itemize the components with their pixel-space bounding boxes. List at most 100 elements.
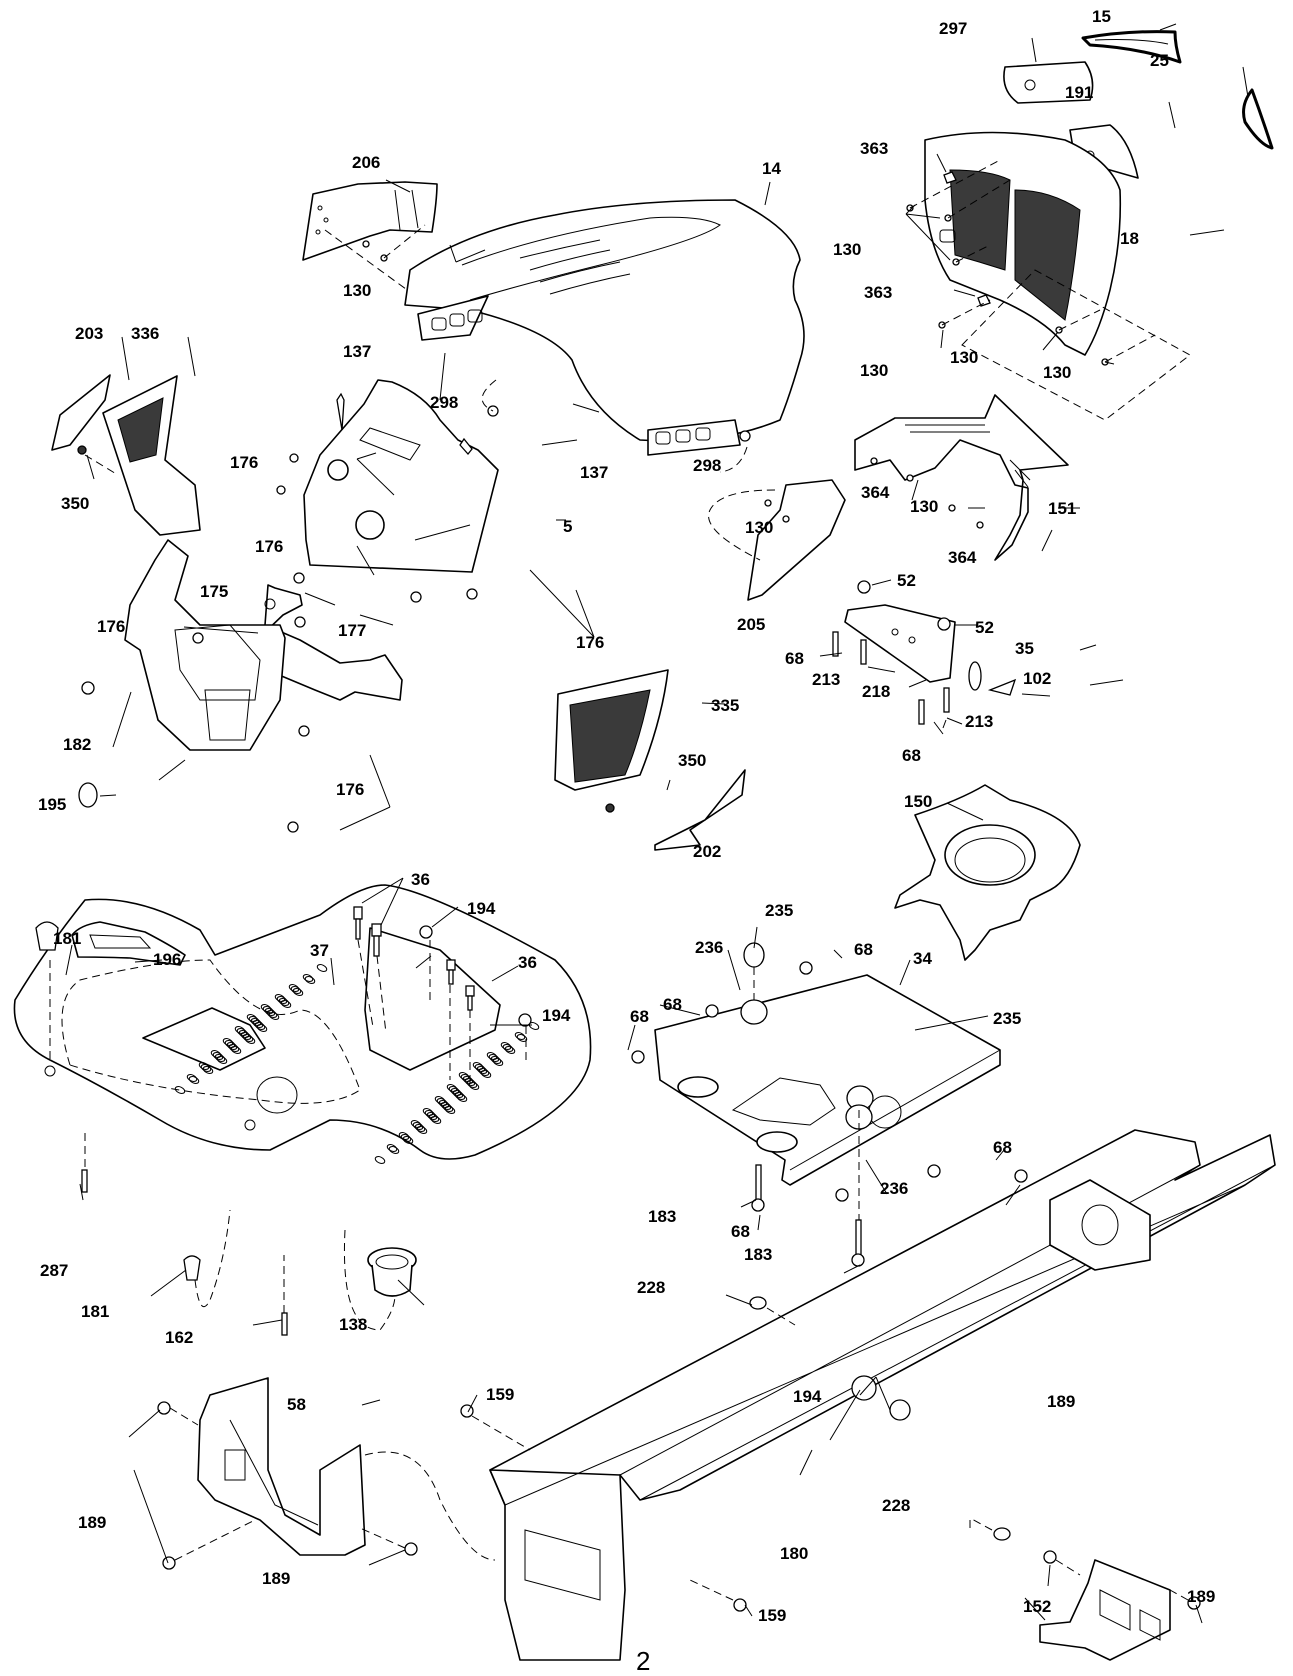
callout-175[interactable]: 175 <box>200 582 228 601</box>
callout-130-grille-upper[interactable]: 130 <box>833 240 861 259</box>
hw-176-screws-lower[interactable] <box>81 632 310 833</box>
callout-194-frame[interactable]: 194 <box>793 1387 822 1406</box>
callout-130-bracket[interactable]: 130 <box>910 497 938 516</box>
callout-194-fender-upper[interactable]: 194 <box>467 899 496 918</box>
part-138-fuel-cap-ring[interactable] <box>367 1247 417 1297</box>
callout-52-lower[interactable]: 52 <box>975 618 994 637</box>
callout-18[interactable]: 18 <box>1120 229 1139 248</box>
part-25-side-lens[interactable] <box>1242 88 1274 150</box>
callout-5[interactable]: 5 <box>563 517 572 536</box>
callout-150[interactable]: 150 <box>904 792 932 811</box>
part-181-push-fastener-top[interactable] <box>35 921 59 951</box>
part-335-side-panel[interactable] <box>554 669 669 791</box>
callout-287[interactable]: 287 <box>40 1261 68 1280</box>
callout-58[interactable]: 58 <box>287 1395 306 1414</box>
callout-189-right-upper[interactable]: 189 <box>1047 1392 1075 1411</box>
callout-298-right[interactable]: 298 <box>693 456 721 475</box>
part-203-bracket[interactable] <box>51 374 111 451</box>
callout-176-dash-bottom[interactable]: 176 <box>576 633 604 652</box>
hw-350-push-nut-left[interactable] <box>77 445 87 455</box>
callout-130-grille-c[interactable]: 130 <box>1043 363 1071 382</box>
callout-162[interactable]: 162 <box>165 1328 193 1347</box>
part-182-lower-dash[interactable] <box>124 539 286 751</box>
part-15-headlight-lens[interactable] <box>1081 30 1182 64</box>
callout-181-bottom[interactable]: 181 <box>81 1302 109 1321</box>
callout-68-plate-right[interactable]: 68 <box>993 1138 1012 1157</box>
callout-34[interactable]: 34 <box>913 949 932 968</box>
callout-68-pivot-bottom[interactable]: 68 <box>902 746 921 765</box>
callout-213-left[interactable]: 213 <box>812 670 840 689</box>
callout-350-left[interactable]: 350 <box>61 494 89 513</box>
hw-52-nuts[interactable] <box>857 580 951 631</box>
callout-236-lower[interactable]: 236 <box>880 1179 908 1198</box>
part-218-pivot-bracket[interactable] <box>844 604 956 683</box>
hw-287-screw[interactable] <box>81 1169 88 1193</box>
callout-130-grille-b[interactable]: 130 <box>950 348 978 367</box>
callout-176-lower-left[interactable]: 176 <box>97 617 125 636</box>
hw-176-screws-dash[interactable] <box>276 453 478 603</box>
callout-206[interactable]: 206 <box>352 153 380 172</box>
hw-130-screws-dash[interactable] <box>362 240 388 262</box>
hw-189-screws-bracket[interactable] <box>157 1401 418 1570</box>
callout-235-lower[interactable]: 235 <box>993 1009 1021 1028</box>
hw-68-bolts-plate[interactable] <box>631 961 1028 1202</box>
callout-176-lower-right[interactable]: 176 <box>336 780 364 799</box>
callout-102[interactable]: 102 <box>1023 669 1051 688</box>
hw-363-clip-lower[interactable] <box>977 294 991 307</box>
part-151-hood-bracket[interactable] <box>854 394 1069 561</box>
hw-162-screw[interactable] <box>281 1312 288 1336</box>
part-35-washer[interactable] <box>968 661 982 691</box>
callout-68-pivot-left[interactable]: 68 <box>785 649 804 668</box>
callout-189-left-lower[interactable]: 189 <box>262 1569 290 1588</box>
callout-177[interactable]: 177 <box>338 621 366 640</box>
callout-36-lower[interactable]: 36 <box>518 953 537 972</box>
callout-152[interactable]: 152 <box>1023 1597 1051 1616</box>
callout-189-right-lower[interactable]: 189 <box>1187 1587 1215 1606</box>
part-58-battery-bracket[interactable] <box>197 1377 366 1556</box>
callout-218[interactable]: 218 <box>862 682 890 701</box>
part-150-engine-shroud[interactable] <box>894 784 1081 961</box>
hw-364-screws[interactable] <box>870 457 984 529</box>
callout-52-upper[interactable]: 52 <box>897 571 916 590</box>
callout-336[interactable]: 336 <box>131 324 159 343</box>
part-102-cotter-pin[interactable] <box>987 678 1017 696</box>
callout-195[interactable]: 195 <box>38 795 66 814</box>
callout-363-upper[interactable]: 363 <box>860 139 888 158</box>
callout-151[interactable]: 151 <box>1048 499 1076 518</box>
callout-130-dash[interactable]: 130 <box>343 281 371 300</box>
callout-335[interactable]: 335 <box>711 696 739 715</box>
hw-130-screws-bracket[interactable] <box>764 474 956 523</box>
hw-189-screws-right[interactable] <box>1043 1550 1201 1610</box>
callout-181-top[interactable]: 181 <box>53 929 81 948</box>
hw-130-screws-grille[interactable] <box>906 204 1109 366</box>
callout-68-plate-top[interactable]: 68 <box>854 940 873 959</box>
part-202-bracket[interactable] <box>654 769 746 851</box>
callout-35[interactable]: 35 <box>1015 639 1034 658</box>
callout-191[interactable]: 191 <box>1065 83 1093 102</box>
callout-68-plate-left-b[interactable]: 68 <box>630 1007 649 1026</box>
hw-159-screws[interactable] <box>460 1404 747 1612</box>
callout-176-upper[interactable]: 176 <box>230 453 258 472</box>
part-14-hood[interactable] <box>404 199 805 456</box>
part-181-push-fastener-bottom[interactable] <box>183 1255 201 1281</box>
callout-176-mid[interactable]: 176 <box>255 537 283 556</box>
part-196-shift-plate[interactable] <box>71 921 186 966</box>
hw-137-pins[interactable] <box>336 392 473 456</box>
hw-36-bolts[interactable] <box>353 906 475 1011</box>
callout-363-lower[interactable]: 363 <box>864 283 892 302</box>
callout-180[interactable]: 180 <box>780 1544 808 1563</box>
callout-196[interactable]: 196 <box>153 950 181 969</box>
callout-298-left[interactable]: 298 <box>430 393 458 412</box>
callout-137-right[interactable]: 137 <box>580 463 608 482</box>
hw-350-push-nut-center[interactable] <box>605 803 615 813</box>
callout-350-center[interactable]: 350 <box>678 751 706 770</box>
callout-159-top[interactable]: 159 <box>486 1385 514 1404</box>
callout-68-plate-left-a[interactable]: 68 <box>663 995 682 1014</box>
part-18-grille[interactable] <box>924 131 1122 356</box>
callout-203[interactable]: 203 <box>75 324 103 343</box>
callout-194-fender-lower[interactable]: 194 <box>542 1006 571 1025</box>
callout-15[interactable]: 15 <box>1092 7 1111 26</box>
callout-14[interactable]: 14 <box>762 159 781 178</box>
callout-36-upper[interactable]: 36 <box>411 870 430 889</box>
part-195-plug[interactable] <box>78 782 98 808</box>
